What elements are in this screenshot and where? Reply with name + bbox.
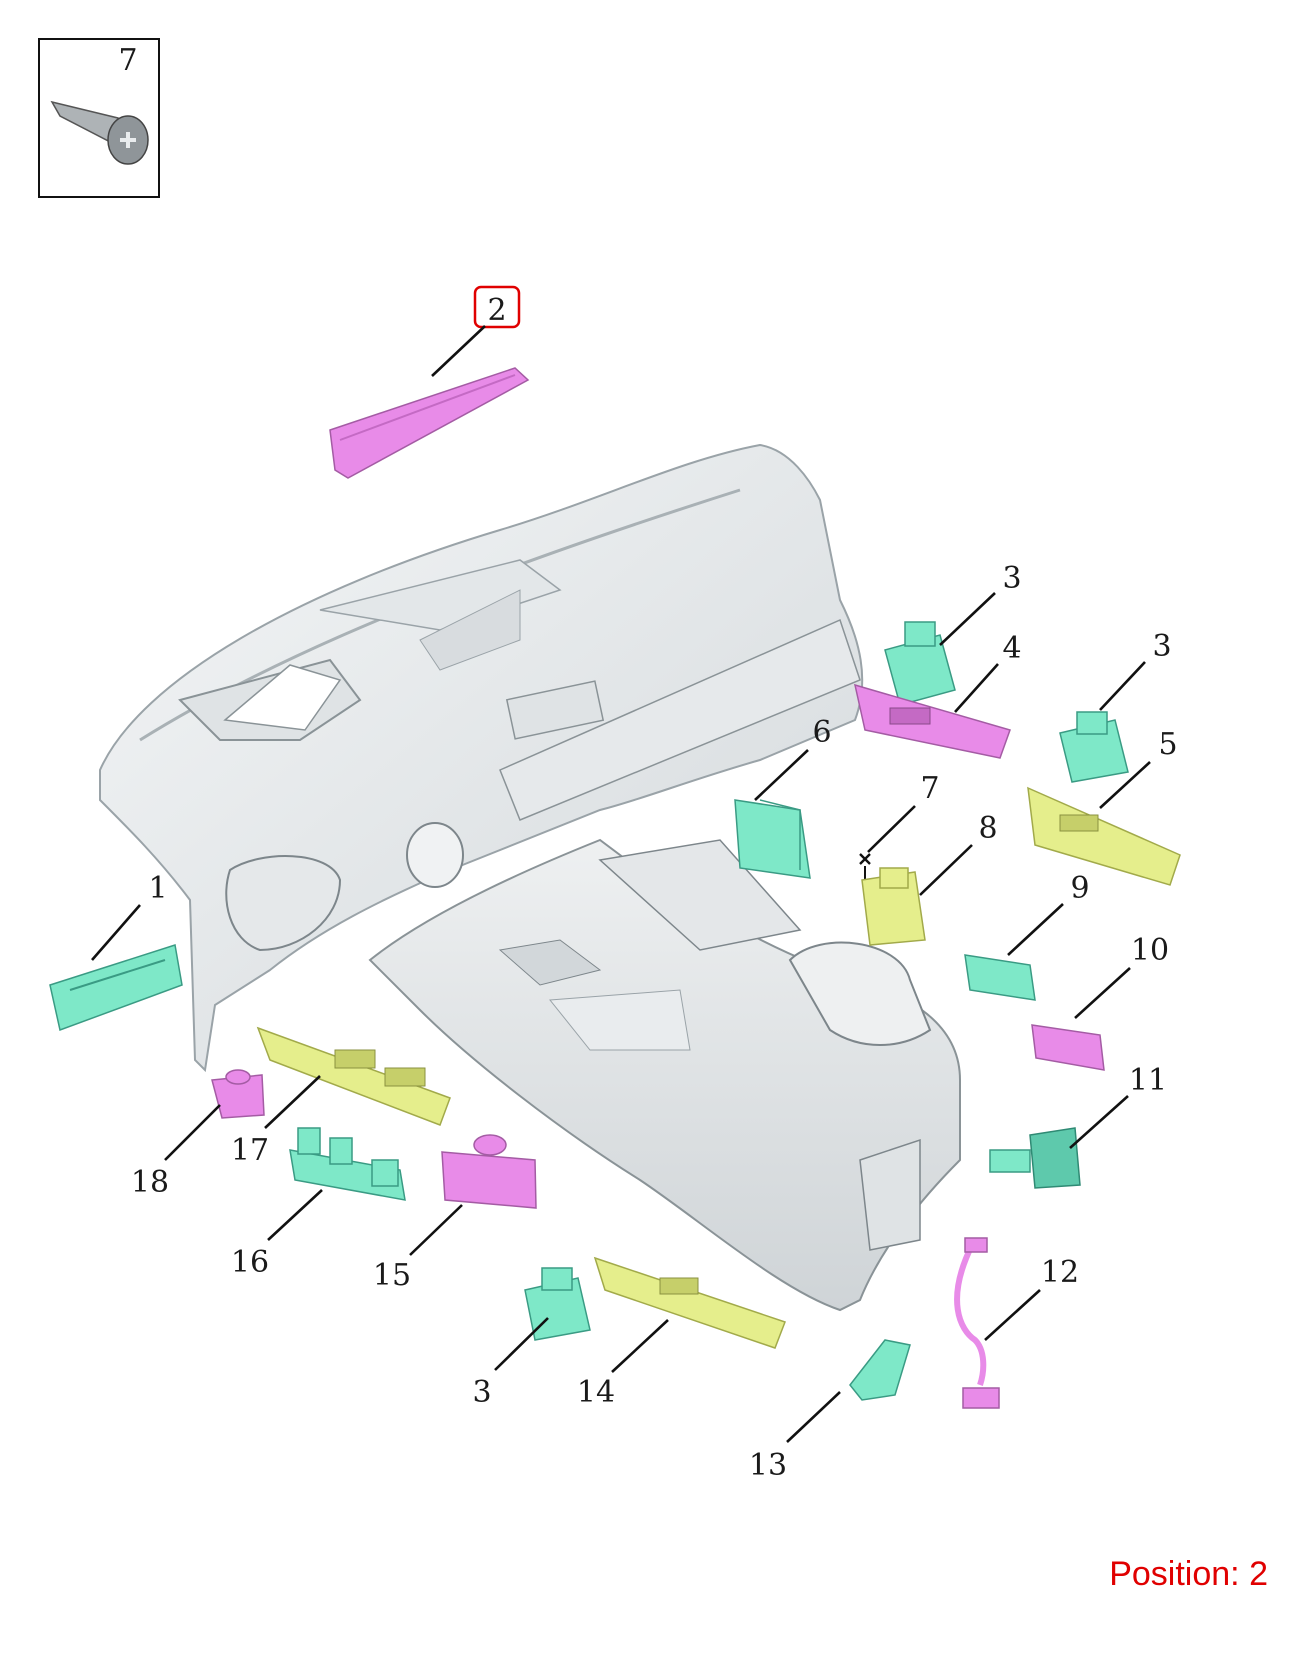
leader-line-15 [409, 1204, 463, 1256]
leader-line-3-b [1099, 661, 1146, 711]
leader-line-6 [754, 749, 809, 801]
callout-2[interactable]: 2 [487, 293, 506, 328]
leader-line-12 [984, 1289, 1041, 1341]
part-12[interactable] [954, 1237, 1000, 1409]
callout-13[interactable]: 13 [749, 1448, 787, 1483]
part-3-a[interactable] [884, 621, 956, 706]
part-10[interactable] [1031, 1024, 1105, 1071]
leader-line-17 [264, 1075, 321, 1129]
part-11[interactable] [989, 1127, 1081, 1189]
callout-14[interactable]: 14 [577, 1375, 615, 1410]
callout-3-a[interactable]: 3 [1002, 561, 1021, 596]
callout-17[interactable]: 17 [231, 1133, 269, 1168]
leader-line-7 [867, 805, 916, 853]
callout-4[interactable]: 4 [1002, 631, 1021, 666]
part-16[interactable] [289, 1127, 406, 1201]
screw-icon [50, 100, 149, 165]
callout-1[interactable]: 1 [148, 871, 167, 906]
leader-line-9 [1007, 903, 1064, 956]
part-17[interactable] [256, 1026, 451, 1126]
callout-11[interactable]: 11 [1129, 1063, 1167, 1098]
callout-8[interactable]: 8 [978, 811, 997, 846]
leader-line-8 [919, 844, 973, 896]
inset-callout-7: 7 [118, 43, 137, 78]
callout-3-b[interactable]: 3 [1152, 629, 1171, 664]
leader-line-14 [611, 1319, 669, 1373]
callout-15[interactable]: 15 [373, 1258, 411, 1293]
callout-10[interactable]: 10 [1131, 933, 1169, 968]
part-4[interactable] [853, 683, 1011, 759]
position-prefix: Position: [1109, 1555, 1250, 1593]
leader-line-11 [1069, 1095, 1129, 1149]
part-3-b[interactable] [1059, 711, 1129, 783]
leader-line-4 [954, 663, 999, 713]
part-6[interactable] [734, 799, 811, 879]
center-console [368, 838, 961, 1312]
position-label: Position: 2 [1109, 1555, 1268, 1594]
part-8[interactable] [861, 867, 926, 946]
leader-line-5 [1099, 761, 1151, 809]
callout-9[interactable]: 9 [1070, 871, 1089, 906]
part-2[interactable] [329, 367, 530, 479]
part-9[interactable] [964, 954, 1036, 1001]
screw-marker-icon [859, 853, 871, 865]
dashboard-assembly [99, 443, 864, 1073]
leader-line-1 [91, 904, 141, 961]
position-value: 2 [1249, 1555, 1268, 1593]
part-15[interactable] [441, 1134, 537, 1209]
leader-line-2 [431, 325, 486, 377]
part-1[interactable] [49, 944, 183, 1032]
callout-12[interactable]: 12 [1041, 1255, 1079, 1290]
callout-3-c[interactable]: 3 [472, 1375, 491, 1410]
highlight-box [473, 285, 521, 329]
part-18[interactable] [211, 1069, 265, 1119]
part-5[interactable] [1027, 786, 1181, 886]
callout-6[interactable]: 6 [812, 715, 831, 750]
leader-line-13 [786, 1391, 841, 1443]
callout-16[interactable]: 16 [231, 1245, 269, 1280]
leader-line-3-a [939, 592, 996, 646]
callout-7[interactable]: 7 [920, 771, 939, 806]
screw-inset-box [38, 38, 160, 198]
leader-line-16 [267, 1189, 323, 1241]
leader-line-18 [164, 1104, 221, 1161]
callout-5[interactable]: 5 [1158, 727, 1177, 762]
leader-line-3-c [494, 1317, 549, 1371]
part-13[interactable] [849, 1339, 911, 1401]
part-14[interactable] [593, 1256, 786, 1349]
callout-18[interactable]: 18 [131, 1165, 169, 1200]
leader-line-10 [1074, 967, 1131, 1019]
